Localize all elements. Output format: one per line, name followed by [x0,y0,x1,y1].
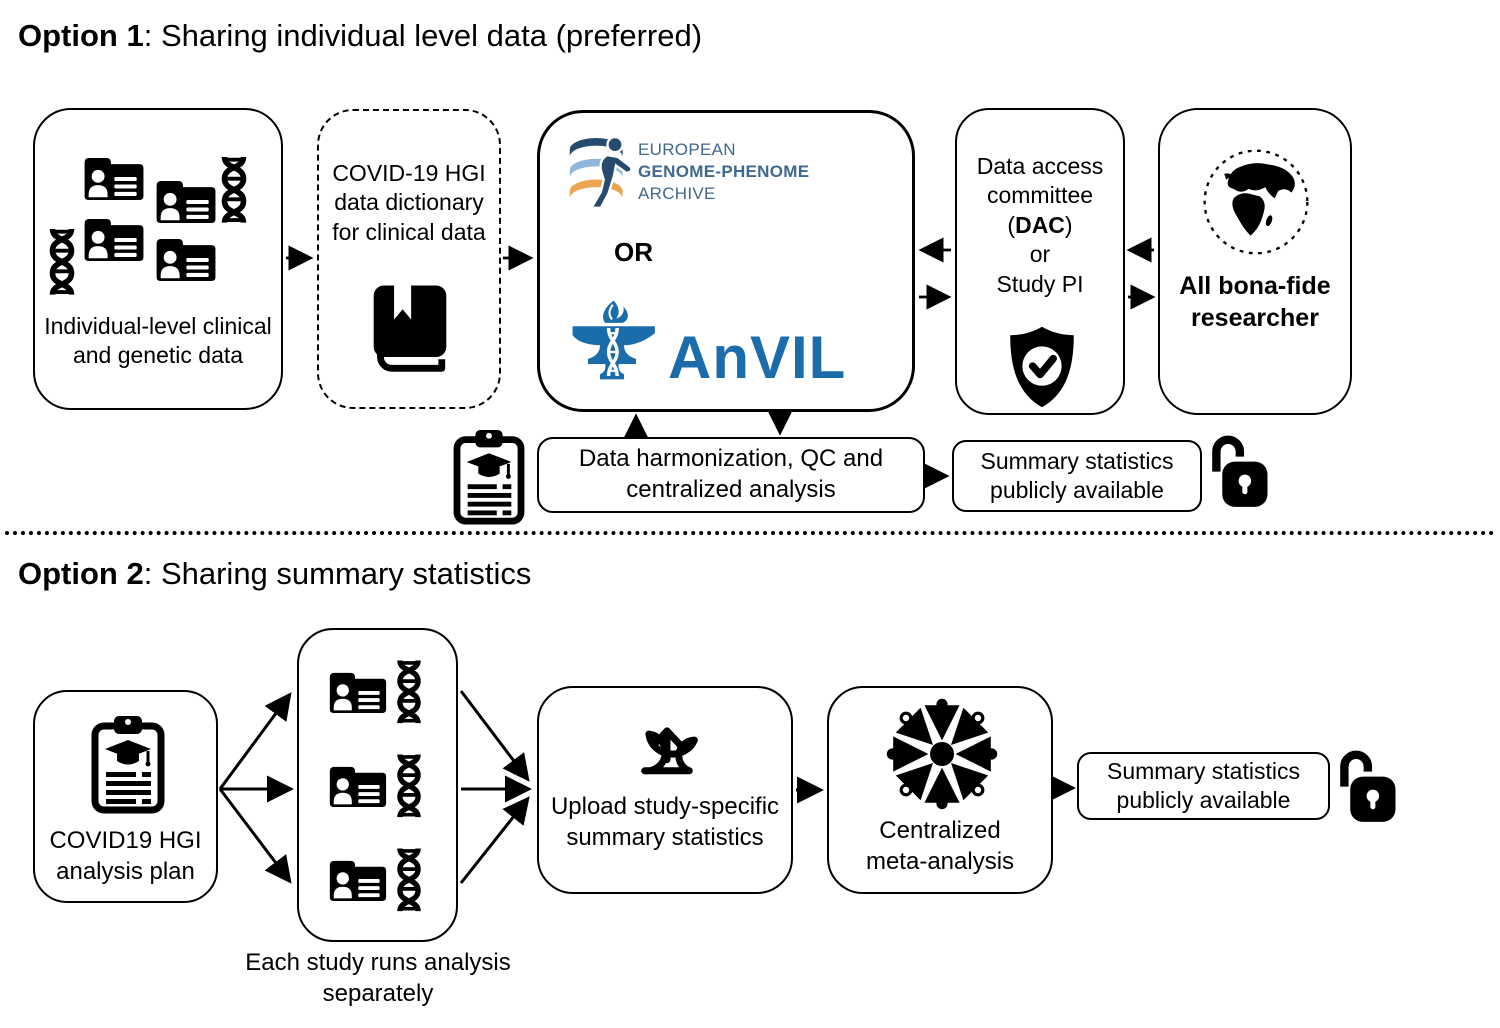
clipboard-plan-icon [88,714,168,814]
dac-line5: Study PI [996,270,1084,297]
anvil-dna-flame-logo [572,300,655,380]
folder-user-icon [327,857,387,901]
summary-stats-label: Summary statistics publicly available [980,447,1174,503]
shield-check-icon [1010,326,1074,408]
study-row [327,752,428,818]
meta-analysis-label: Centralized meta-analysis [865,817,1015,875]
folder-user-icon [327,763,387,807]
arrow-plan-to-study-bottom [218,788,292,884]
or-label: OR [614,237,653,267]
dna-helix-icon [390,846,428,912]
study-row [327,846,428,912]
section-divider [5,531,1495,535]
ega-line1: EUROPEAN [638,140,736,159]
open-padlock-icon [1208,428,1270,512]
folder-user-icon [154,235,216,281]
node-meta-analysis: Centralized meta-analysis [827,686,1053,894]
option1-heading-rest: : Sharing individual level data (preferr… [143,18,703,53]
folder-user-icon [154,177,216,223]
anvil-logo-row: AnVIL [564,295,847,391]
study-row [327,658,428,724]
option2-heading: Option 2: Sharing summary statistics [18,556,531,592]
ega-line3: ARCHIVE [638,184,716,204]
researcher-label: All bona-fide researcher [1179,272,1331,332]
individual-data-label: Individual-level clinical and genetic da… [44,313,272,369]
dna-helix-icon [390,658,428,724]
node-upload: Upload study-specific summary statistics [537,686,793,894]
arrow-plan-to-study-top [218,692,292,790]
option1-heading: Option 1: Sharing individual level data … [18,18,702,54]
globe-icon [1203,149,1309,255]
upload-label: Upload study-specific summary statistics [550,793,780,851]
node-summary-stats-1: Summary statistics publicly available [952,440,1202,512]
dac-line2: committee [986,182,1094,209]
ega-wordmark: EUROPEAN GENOME-PHENOME ARCHIVE [638,139,809,205]
arrow-study-to-upload-top [459,690,530,782]
arrow-study-to-upload-bottom [459,796,530,884]
dac-label: Data access committee (DAC) or Study PI [957,152,1123,299]
node-researcher: All bona-fide researcher [1158,108,1352,415]
option1-heading-bold: Option 1 [18,18,144,53]
dna-helix-icon [215,152,253,226]
node-harmonization: Data harmonization, QC and centralized a… [537,437,925,513]
each-study-label: Each study runs analysis separately [245,949,511,1007]
folder-user-icon [82,154,144,200]
node-studies [297,628,458,942]
folder-user-icon [327,669,387,713]
node-individual-data: Individual-level clinical and genetic da… [33,108,283,410]
node-analysis-plan: COVID19 HGI analysis plan [33,690,218,903]
ega-database-logo [569,135,632,210]
meta-analysis-converge-icon [886,698,998,810]
analysis-plan-label: COVID19 HGI analysis plan [49,827,202,885]
node-archive: EUROPEAN GENOME-PHENOME ARCHIVE OR AnVIL [537,110,915,412]
option2-heading-rest: : Sharing summary statistics [143,556,532,591]
option2-heading-bold: Option 2 [18,556,144,591]
harmonization-label: Data harmonization, QC and centralized a… [578,445,884,503]
dna-helix-icon [390,752,428,818]
data-dictionary-label: COVID-19 HGI data dictionary for clinica… [332,160,486,245]
dna-helix-icon [43,222,81,300]
clipboard-plan-icon [450,428,528,525]
node-summary-stats-2: Summary statistics publicly available [1077,752,1330,820]
dac-line4: or [1029,241,1051,268]
study-icon-column [299,630,456,940]
node-data-dictionary: COVID-19 HGI data dictionary for clinica… [317,109,501,409]
open-padlock-icon [1336,742,1398,828]
ega-line2: GENOME-PHENOME [638,162,810,182]
dac-line3: (DAC) [1007,211,1073,238]
book-icon [373,285,447,372]
folder-user-icon [82,215,144,261]
dac-line1: Data access [976,153,1104,179]
summary-stats-label: Summary statistics publicly available [1107,757,1300,813]
anvil-wordmark: AnVIL [668,324,847,391]
node-dac: Data access committee (DAC) or Study PI [955,108,1125,415]
cloud-upload-icon [641,727,698,775]
